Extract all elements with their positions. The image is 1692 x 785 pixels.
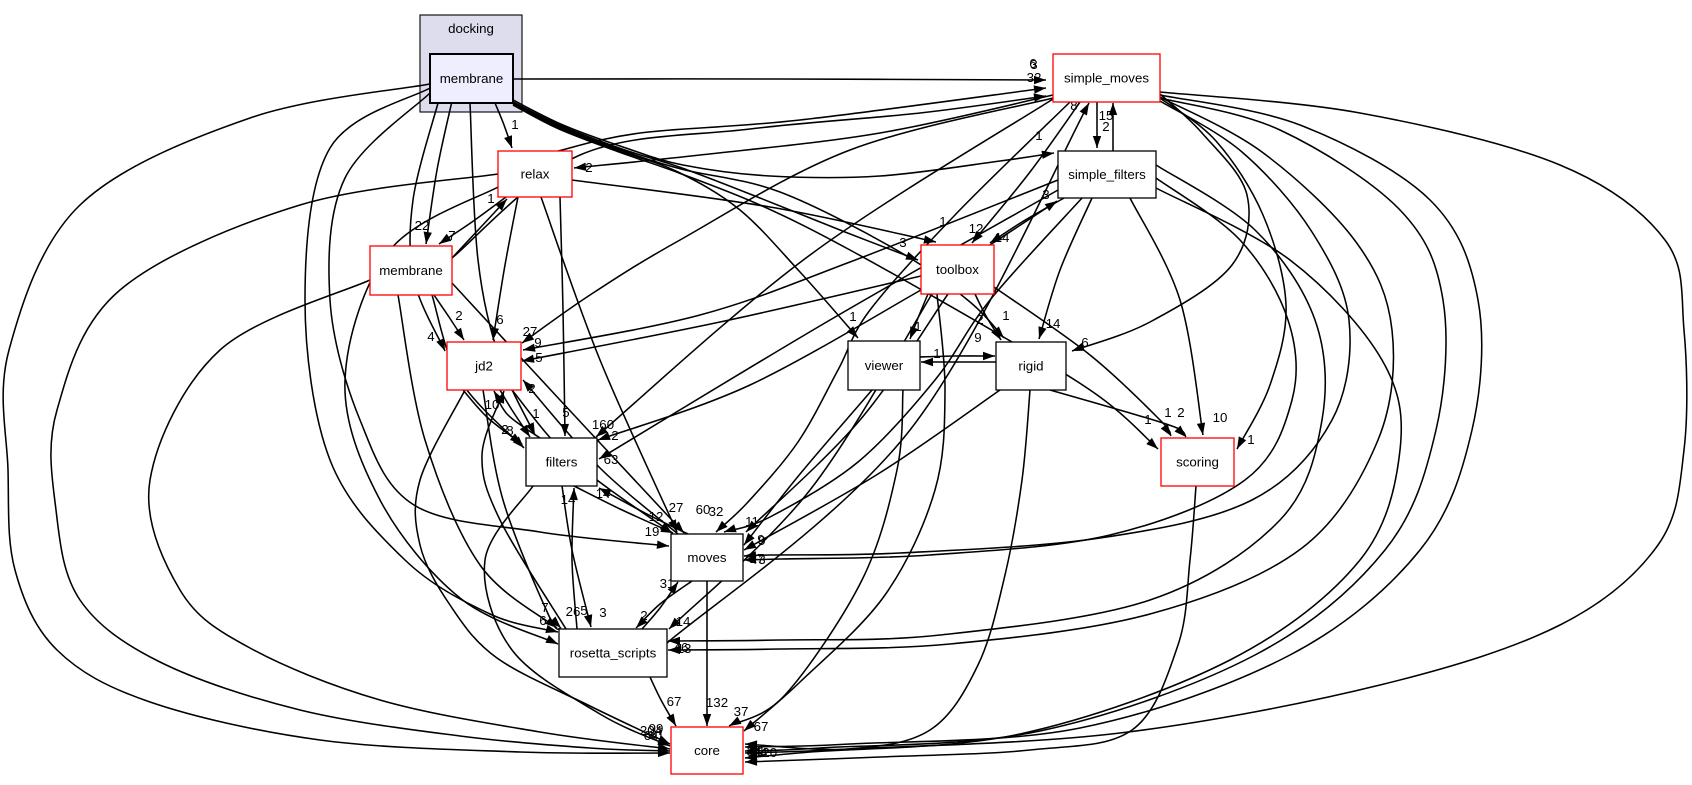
svg-text:2: 2 (1177, 405, 1184, 420)
svg-text:1: 1 (1247, 432, 1254, 447)
svg-text:6: 6 (1029, 56, 1036, 71)
svg-text:toolbox: toolbox (936, 262, 979, 277)
svg-text:13: 13 (677, 641, 692, 656)
svg-text:10: 10 (485, 397, 500, 412)
svg-text:5: 5 (562, 405, 569, 420)
svg-text:14: 14 (676, 614, 691, 629)
svg-text:3: 3 (599, 605, 606, 620)
svg-text:1: 1 (1035, 128, 1042, 143)
svg-text:5: 5 (580, 603, 587, 618)
svg-text:14: 14 (561, 492, 576, 507)
svg-text:1: 1 (487, 191, 494, 206)
svg-text:2: 2 (640, 608, 647, 623)
svg-text:81: 81 (751, 744, 766, 759)
svg-text:3: 3 (899, 235, 906, 250)
svg-text:2: 2 (976, 312, 983, 327)
svg-text:94: 94 (753, 745, 768, 760)
svg-text:19: 19 (645, 524, 660, 539)
svg-text:63: 63 (604, 452, 619, 467)
svg-text:81: 81 (650, 727, 665, 742)
svg-text:67: 67 (754, 719, 769, 734)
svg-text:rosetta_scripts: rosetta_scripts (570, 646, 657, 661)
svg-text:core: core (694, 743, 720, 758)
svg-text:1: 1 (1164, 405, 1171, 420)
svg-text:204: 204 (640, 723, 662, 738)
svg-text:3: 3 (758, 552, 765, 567)
svg-text:9: 9 (757, 532, 764, 547)
svg-text:simple_moves: simple_moves (1064, 71, 1149, 86)
svg-text:1: 1 (939, 214, 946, 229)
svg-text:2: 2 (585, 160, 592, 175)
svg-text:132: 132 (706, 695, 728, 710)
svg-text:11: 11 (745, 514, 759, 529)
svg-text:1: 1 (849, 309, 856, 324)
svg-text:5: 5 (535, 350, 542, 365)
svg-text:60: 60 (696, 502, 711, 517)
svg-text:scoring: scoring (1176, 455, 1219, 470)
svg-text:64: 64 (644, 728, 659, 743)
svg-text:6: 6 (1081, 335, 1088, 350)
svg-text:4: 4 (427, 329, 434, 344)
svg-text:moves: moves (687, 550, 727, 565)
svg-text:membrane: membrane (440, 71, 504, 86)
svg-text:relax: relax (521, 167, 550, 182)
svg-text:6: 6 (539, 613, 546, 628)
svg-text:9: 9 (534, 335, 541, 350)
svg-text:27: 27 (669, 500, 684, 515)
svg-text:8: 8 (506, 423, 513, 438)
svg-text:160: 160 (592, 417, 614, 432)
svg-text:99: 99 (649, 721, 664, 736)
svg-text:14: 14 (1046, 316, 1061, 331)
svg-text:6: 6 (496, 312, 503, 327)
svg-text:2: 2 (528, 381, 535, 396)
svg-text:1: 1 (914, 319, 921, 334)
svg-text:1: 1 (511, 117, 518, 132)
svg-text:jd2: jd2 (474, 359, 493, 374)
svg-text:1: 1 (1144, 412, 1151, 427)
svg-text:3: 3 (1030, 57, 1037, 72)
svg-text:15: 15 (1099, 108, 1114, 123)
svg-text:2: 2 (455, 308, 462, 323)
svg-text:32: 32 (709, 504, 724, 519)
svg-text:rigid: rigid (1018, 359, 1043, 374)
svg-text:docking: docking (448, 21, 494, 36)
svg-text:simple_filters: simple_filters (1068, 167, 1146, 182)
svg-text:32: 32 (1027, 70, 1042, 85)
svg-text:2: 2 (611, 428, 618, 443)
svg-text:34: 34 (747, 744, 762, 759)
svg-text:9: 9 (758, 533, 765, 548)
svg-text:1: 1 (933, 346, 940, 361)
svg-text:8: 8 (1070, 98, 1077, 113)
svg-text:membrane: membrane (379, 263, 443, 278)
svg-text:67: 67 (667, 694, 682, 709)
svg-text:2: 2 (1102, 119, 1109, 134)
svg-text:120: 120 (755, 745, 777, 760)
svg-text:10: 10 (1213, 410, 1228, 425)
svg-text:7: 7 (448, 228, 455, 243)
svg-text:12: 12 (969, 221, 984, 236)
svg-text:2: 2 (501, 422, 508, 437)
svg-text:27: 27 (523, 324, 538, 339)
svg-text:1: 1 (1002, 308, 1009, 323)
svg-text:37: 37 (734, 704, 749, 719)
svg-text:filters: filters (546, 455, 578, 470)
svg-text:9: 9 (974, 330, 981, 345)
svg-text:viewer: viewer (865, 358, 904, 373)
svg-text:1: 1 (532, 406, 539, 421)
svg-text:26: 26 (566, 604, 581, 619)
svg-text:14: 14 (596, 486, 611, 501)
svg-text:3: 3 (1042, 187, 1049, 202)
